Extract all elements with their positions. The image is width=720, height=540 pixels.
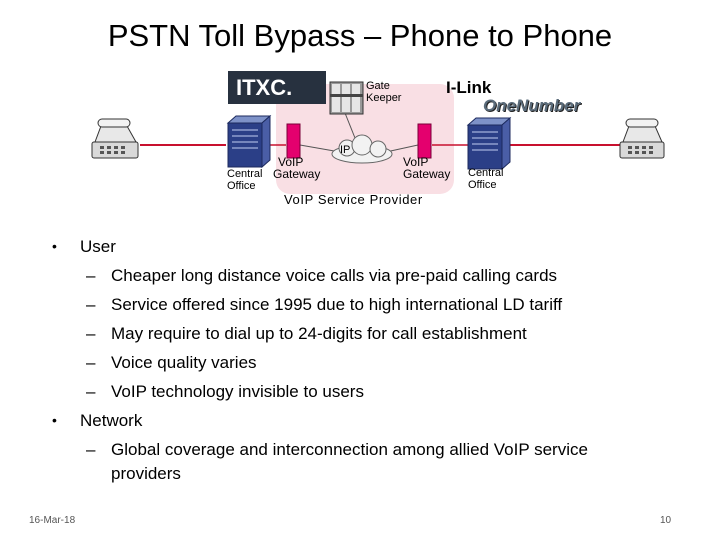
bullet-network: • Network (52, 406, 692, 435)
itxc-logo: ITXC. (228, 71, 326, 104)
left-central-office-label: Central Office (227, 168, 263, 192)
bullet-user: • User (52, 232, 692, 261)
left-gateway-label: VoIP Gateway (273, 155, 321, 181)
bullet-marker: • (52, 412, 57, 428)
left-gateway-icon (286, 123, 301, 159)
diagram-graphics (91, 81, 665, 194)
ilink-logo: I-Link (446, 78, 492, 97)
itxc-logo-text: ITXC. (236, 75, 293, 100)
sub-bullet: –Voice quality varies (86, 353, 257, 372)
right-phone-icon (619, 118, 665, 159)
bullet-list: • User –Cheaper long distance voice call… (52, 232, 692, 486)
network-diagram: ITXC. I-Link OneNumber Gate Keeper IP Ce… (0, 68, 720, 218)
right-gateway-icon (417, 123, 432, 159)
right-central-office-label: Central Office (468, 167, 504, 191)
slide-number: 10 (660, 515, 672, 526)
onenumber-logo: OneNumber (483, 96, 581, 115)
right-central-office-server-icon (466, 116, 512, 171)
bullet-marker: • (52, 238, 57, 254)
sub-bullet: –Cheaper long distance voice calls via p… (86, 266, 558, 285)
sub-bullet: –May require to dial up to 24-digits for… (86, 324, 527, 343)
line-gatekeeper-to-ip (344, 112, 356, 139)
line-ip-to-gateway-right (385, 144, 419, 153)
ip-label: IP (340, 144, 351, 156)
left-central-office-server-icon (226, 114, 272, 169)
sub-bullet: –Global coverage and interconnection amo… (86, 440, 588, 483)
footer-date: 16-Mar-18 (29, 515, 76, 526)
ip-cloud-icon (331, 134, 393, 164)
sub-bullet: –Service offered since 1995 due to high … (86, 295, 563, 314)
gatekeeper-server-icon (329, 81, 364, 115)
left-phone-icon (91, 118, 139, 159)
right-gateway-label: VoIP Gateway (403, 155, 451, 181)
sub-bullet: –VoIP technology invisible to users (86, 382, 364, 401)
gatekeeper-label: Gate Keeper (366, 80, 402, 104)
slide-title: PSTN Toll Bypass – Phone to Phone (107, 18, 613, 53)
voip-service-provider-label: VoIP Service Provider (284, 192, 423, 207)
